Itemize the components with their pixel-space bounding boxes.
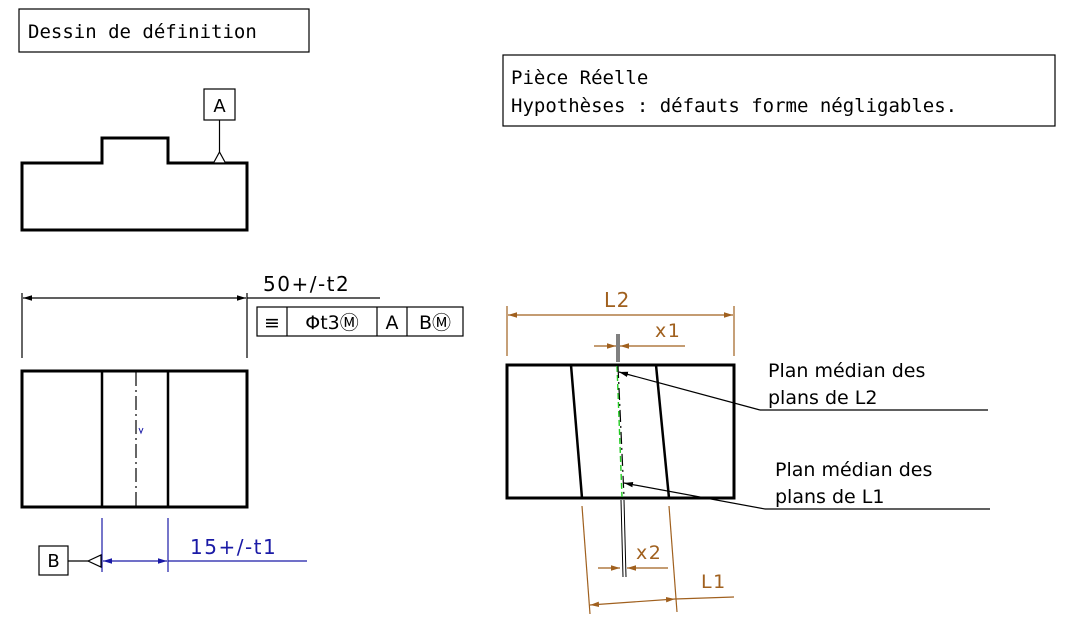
tolerance-value: Φt3Ⓜ: [305, 312, 359, 334]
x1-dimension: x1: [594, 320, 685, 362]
slot-dimension-label: 15+/-t1: [190, 535, 277, 559]
definition-title-box: Dessin de définition: [18, 8, 310, 53]
x2-dimension: x2: [598, 499, 668, 578]
l1-label: L1: [701, 571, 727, 593]
front-view: A: [20, 88, 249, 232]
datum-ref-a: A: [386, 312, 399, 334]
l2-label: L2: [604, 288, 631, 312]
note-median-l1-line2: plans de L1: [775, 486, 884, 508]
real-part-hypothesis: Hypothèses : défauts forme négligables.: [511, 95, 957, 117]
top-view: [20, 369, 249, 509]
datum-ref-b: BⓂ: [419, 312, 451, 334]
median-plane-l2: [616, 365, 623, 498]
note-median-l2-line1: Plan médian des: [768, 360, 925, 382]
note-median-l2: Plan médian des plans de L2: [618, 360, 988, 411]
real-part-view: [505, 363, 736, 500]
note-median-l1: Plan médian des plans de L1: [623, 459, 990, 510]
l2-dimension: L2: [506, 288, 735, 356]
x1-label: x1: [655, 320, 681, 342]
symmetry-symbol: ≡: [264, 312, 280, 334]
datum-b-symbol: B: [38, 545, 102, 576]
note-median-l2-line2: plans de L2: [768, 387, 877, 409]
real-part-box: Pièce Réelle Hypothèses : défauts forme …: [502, 54, 1056, 127]
datum-a-label: A: [213, 96, 226, 117]
x2-label: x2: [636, 542, 662, 564]
axis-mark-icon: [138, 427, 144, 435]
datum-b-label: B: [47, 551, 59, 572]
width-dimension: 50+/-t2: [21, 272, 380, 358]
l1-dimension: L1: [581, 505, 735, 615]
slot-dimension: 15+/-t1: [101, 518, 307, 572]
definition-title: Dessin de définition: [28, 21, 257, 43]
real-part-title: Pièce Réelle: [511, 67, 648, 89]
datum-a-symbol: A: [203, 88, 236, 164]
width-dimension-label: 50+/-t2: [263, 272, 350, 296]
feature-control-frame: ≡ Φt3Ⓜ A BⓂ: [256, 306, 464, 337]
note-median-l1-line1: Plan médian des: [775, 459, 932, 481]
